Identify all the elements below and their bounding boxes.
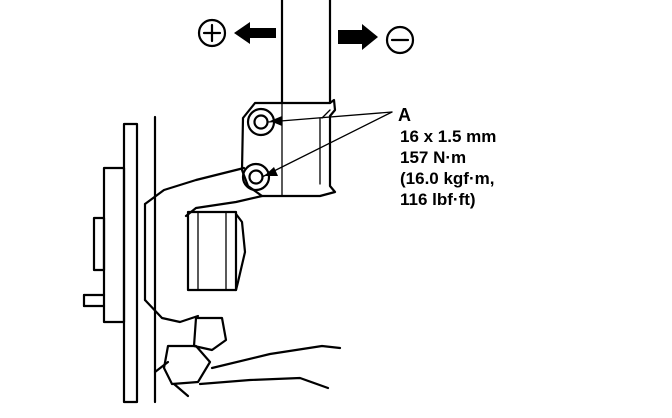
plus-circle-icon [197,18,227,48]
callout-spec-line-2: 157 N·m [400,148,466,167]
callout-letter: A [398,105,411,125]
callout-spec-line-3: (16.0 kgf·m, [400,169,494,188]
minus-circle-icon [385,25,415,55]
callout-spec-line-4: 116 lbf·ft) [400,190,476,209]
callout-leaders [261,111,393,178]
arrow-right-icon [338,24,378,50]
strut-tube [280,0,332,105]
arrow-left-icon [234,22,276,44]
callout-spec-line-1: 16 x 1.5 mm [400,127,496,146]
steering-knuckle [82,98,342,404]
